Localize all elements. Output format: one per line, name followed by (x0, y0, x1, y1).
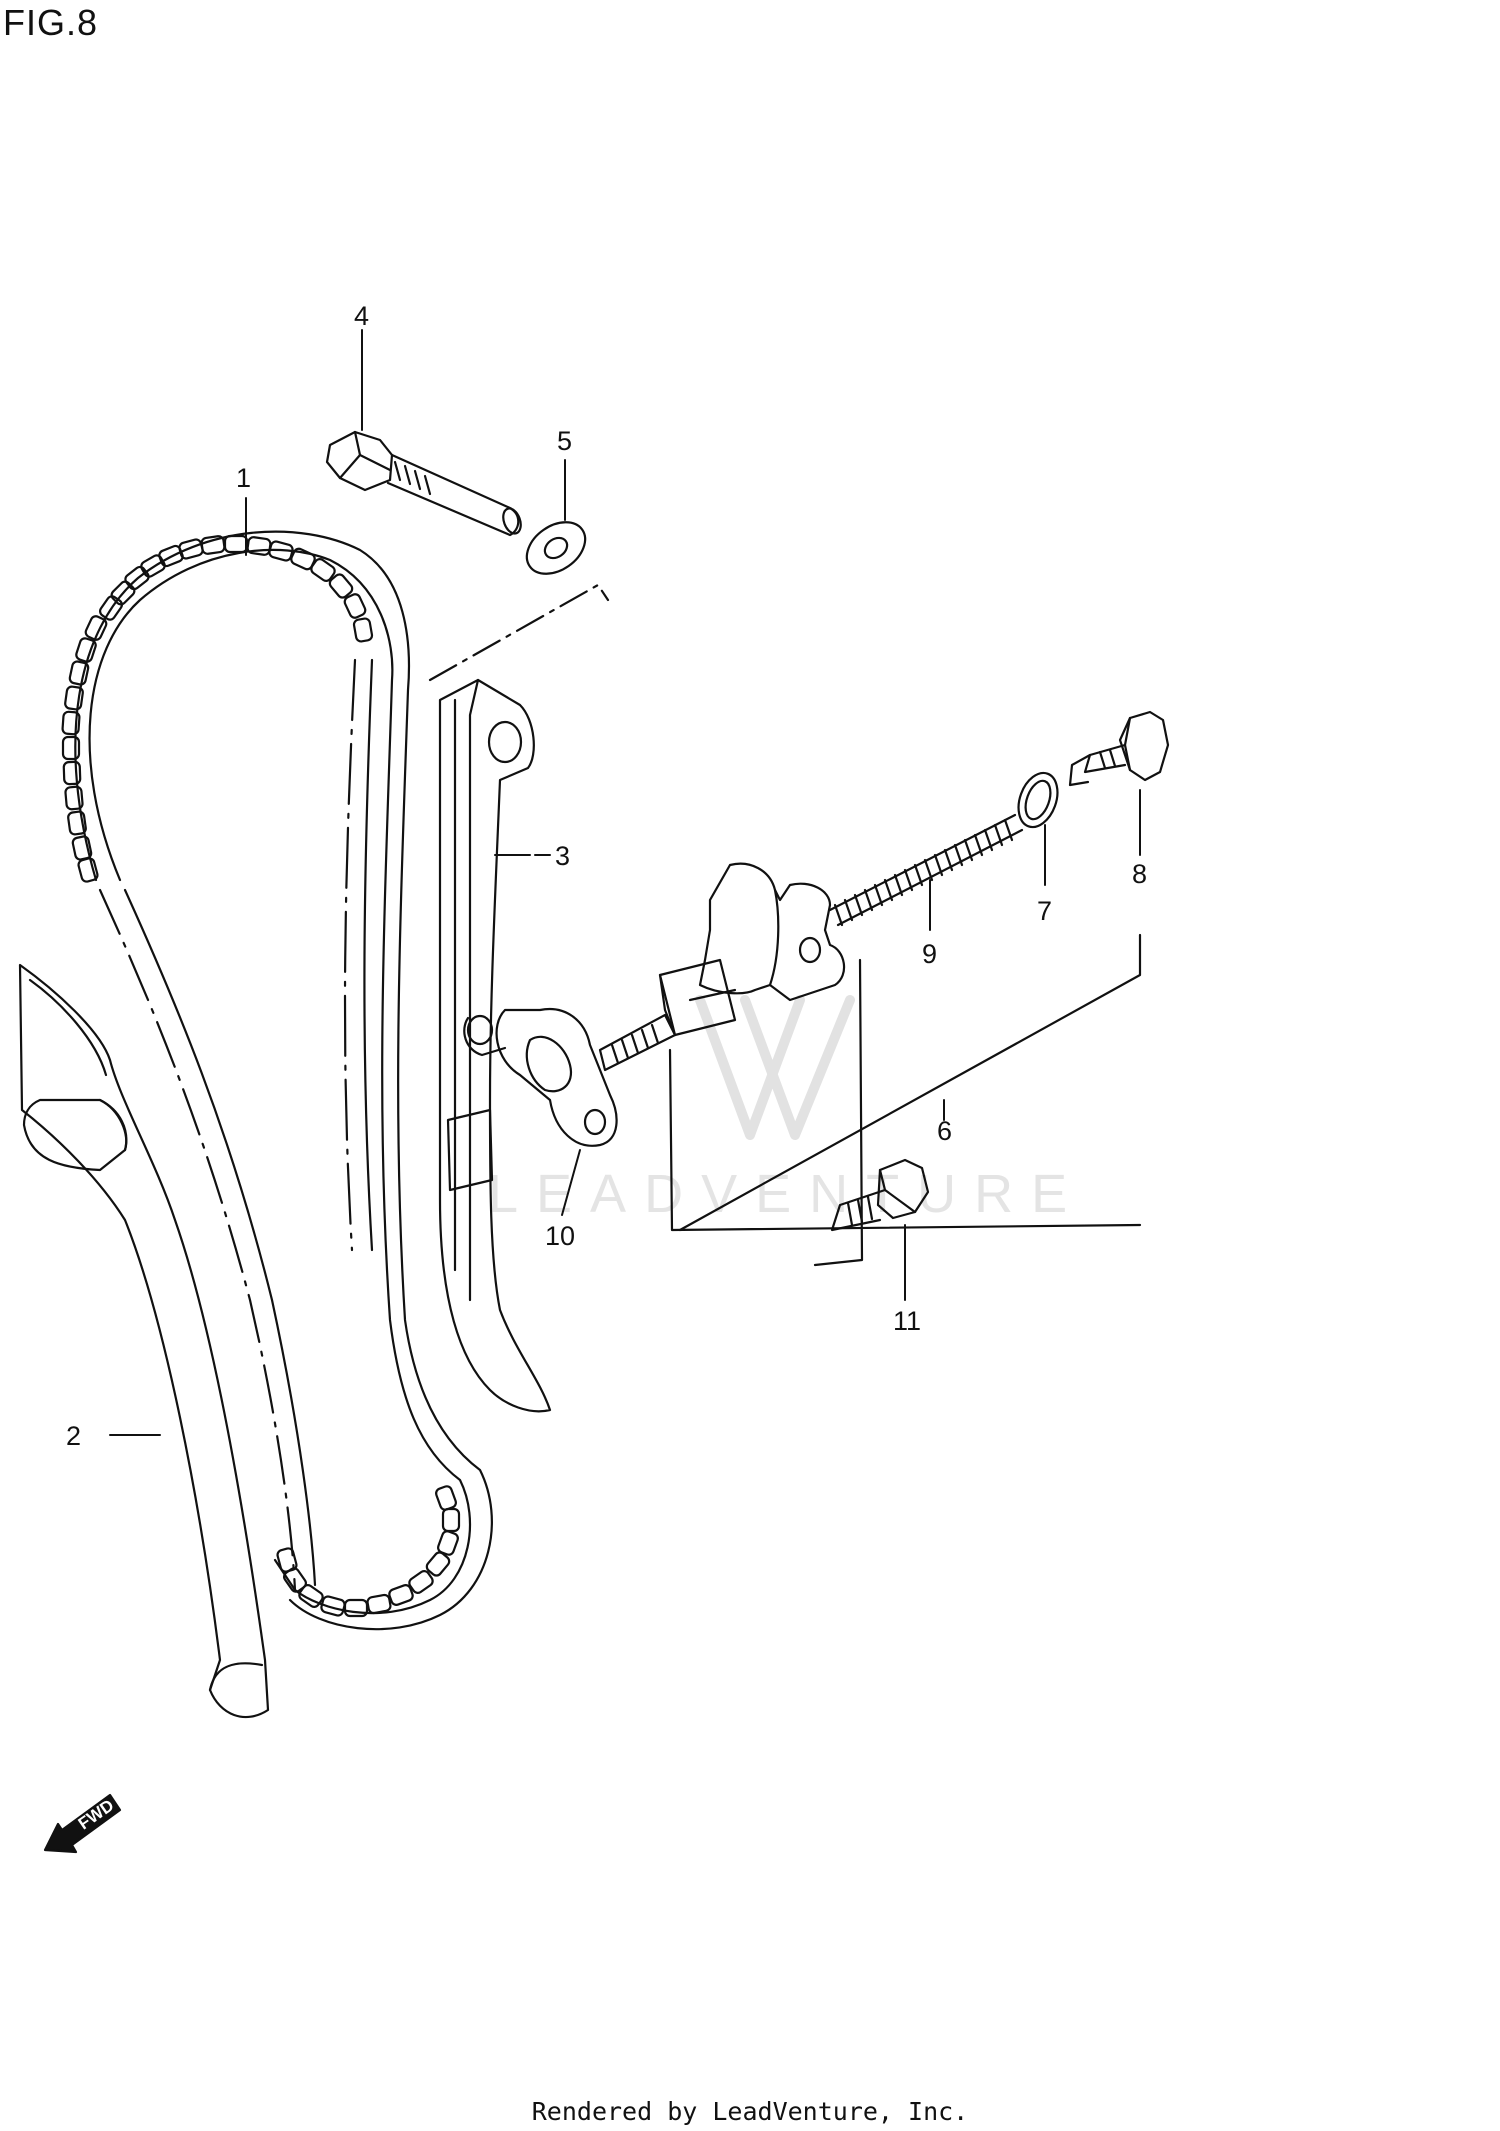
callout-6: 6 (937, 1116, 952, 1146)
washer (525, 521, 587, 575)
tensioner-spring (828, 813, 1024, 927)
callout-11: 11 (893, 1306, 921, 1336)
cam-chain (61, 530, 493, 1631)
forward-direction-arrow (43, 1793, 122, 1854)
leader-lines (109, 329, 1141, 1436)
guide-bolt (325, 430, 522, 537)
chain-tensioner (598, 862, 846, 1072)
cap-bolt (1068, 710, 1170, 787)
watermark-text: LEADVENTURE (488, 1164, 1086, 1224)
callout-1: 1 (236, 463, 251, 493)
callout-10: 10 (545, 1221, 575, 1251)
callout-9: 9 (922, 939, 937, 969)
callout-4: 4 (354, 301, 369, 331)
tensioner-guide (438, 678, 552, 1413)
callout-5: 5 (557, 426, 572, 456)
figure-title: FIG.8 (3, 2, 99, 43)
assembly-lines (428, 583, 1142, 1267)
callout-3: 3 (555, 841, 570, 871)
footer-credit: Rendered by LeadVenture, Inc. (531, 2097, 969, 2126)
watermark-logo (695, 995, 855, 1140)
o-ring (1017, 771, 1059, 829)
tensioner-gasket (463, 1007, 618, 1147)
callout-2: 2 (66, 1421, 81, 1451)
mounting-bolt (830, 1158, 930, 1232)
callout-8: 8 (1132, 859, 1147, 889)
chain-guide (18, 963, 270, 1719)
callout-7: 7 (1037, 896, 1052, 926)
